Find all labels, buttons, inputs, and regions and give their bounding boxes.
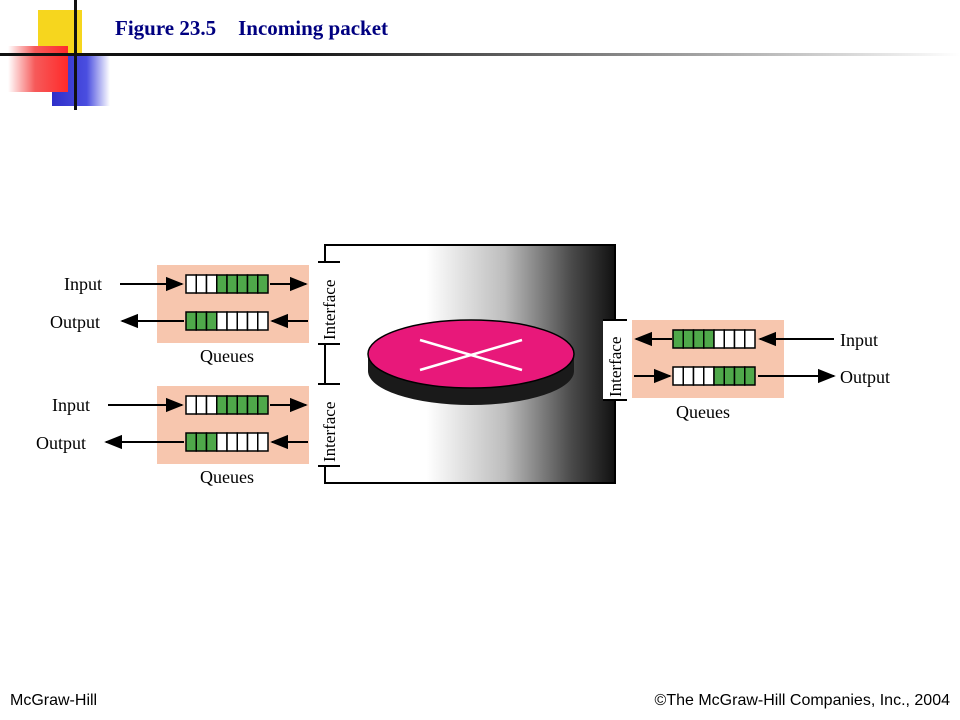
queue-cell-filled — [226, 395, 238, 415]
queue-cell-empty — [733, 329, 746, 349]
figure-title: Figure 23.5 Incoming packet — [115, 16, 388, 41]
queue-cell-empty — [185, 274, 197, 294]
queue-cell-filled — [246, 395, 259, 415]
input-label-right: Input — [840, 330, 878, 350]
queue-cell-empty — [236, 311, 249, 331]
queue-cell-filled — [216, 274, 228, 294]
queue-cell-empty — [216, 432, 228, 452]
queue-cell-empty — [205, 395, 218, 415]
queue-cell-empty — [216, 311, 228, 331]
queue-cell-filled — [713, 366, 725, 386]
footer-publisher: McGraw-Hill — [10, 692, 98, 709]
interface-label-right: Interface — [606, 337, 625, 397]
queue-cell-empty — [246, 311, 259, 331]
queue-cell-empty — [723, 329, 736, 349]
queue-left-top-output — [185, 311, 269, 331]
queue-cell-empty — [703, 366, 715, 386]
queue-cell-filled — [257, 395, 269, 415]
router-switch-icon — [367, 319, 575, 405]
figure-caption: Incoming packet — [238, 16, 389, 40]
queue-cell-filled — [205, 311, 218, 331]
queue-left-top-input — [185, 274, 269, 294]
queue-cell-filled — [226, 274, 238, 294]
queue-cell-filled — [195, 311, 208, 331]
queue-cell-empty — [195, 274, 208, 294]
queue-cell-empty — [185, 395, 197, 415]
queue-cell-filled — [205, 432, 218, 452]
queue-cell-filled — [744, 366, 756, 386]
queue-cell-empty — [257, 311, 269, 331]
footer-copyright: ©The McGraw-Hill Companies, Inc., 2004 — [654, 692, 950, 709]
queue-cell-empty — [226, 311, 238, 331]
interface-left-top: Interface — [318, 261, 340, 345]
queue-cell-filled — [236, 395, 249, 415]
queue-cell-filled — [185, 311, 197, 331]
queue-cell-empty — [205, 274, 218, 294]
queue-cell-empty — [713, 329, 725, 349]
queue-cell-empty — [226, 432, 238, 452]
interface-label-left-bottom: Interface — [320, 402, 339, 462]
input-label-left-bottom: Input — [52, 395, 90, 415]
queue-cell-empty — [246, 432, 259, 452]
slide-decoration-horizontal-line — [0, 53, 960, 56]
output-label-left-top: Output — [50, 312, 100, 332]
interface-left-bottom: Interface — [318, 383, 340, 467]
input-label-left-top: Input — [64, 274, 102, 294]
queue-cell-filled — [195, 432, 208, 452]
output-label-right: Output — [840, 367, 890, 387]
queue-cell-empty — [195, 395, 208, 415]
interface-right: Interface — [603, 319, 627, 401]
queue-cell-filled — [257, 274, 269, 294]
queue-left-bottom-input — [185, 395, 269, 415]
queue-cell-filled — [703, 329, 715, 349]
queue-cell-filled — [733, 366, 746, 386]
queue-cell-filled — [692, 329, 705, 349]
queue-cell-empty — [236, 432, 249, 452]
queue-cell-empty — [257, 432, 269, 452]
figure-number: Figure 23.5 — [115, 16, 217, 40]
queue-cell-filled — [682, 329, 695, 349]
queue-cell-empty — [682, 366, 695, 386]
interface-label-left-top: Interface — [320, 280, 339, 340]
queues-label-left-bottom: Queues — [200, 467, 254, 487]
queue-left-bottom-output — [185, 432, 269, 452]
queue-right-input — [672, 329, 756, 349]
queues-label-left-top: Queues — [200, 346, 254, 366]
queue-cell-empty — [672, 366, 684, 386]
queues-label-right: Queues — [676, 402, 730, 422]
output-label-left-bottom: Output — [36, 433, 86, 453]
queue-cell-filled — [723, 366, 736, 386]
queue-cell-filled — [216, 395, 228, 415]
queue-cell-filled — [236, 274, 249, 294]
queue-cell-empty — [744, 329, 756, 349]
queue-cell-filled — [185, 432, 197, 452]
queue-cell-empty — [692, 366, 705, 386]
queue-right-output — [672, 366, 756, 386]
queue-cell-filled — [246, 274, 259, 294]
queue-cell-filled — [672, 329, 684, 349]
